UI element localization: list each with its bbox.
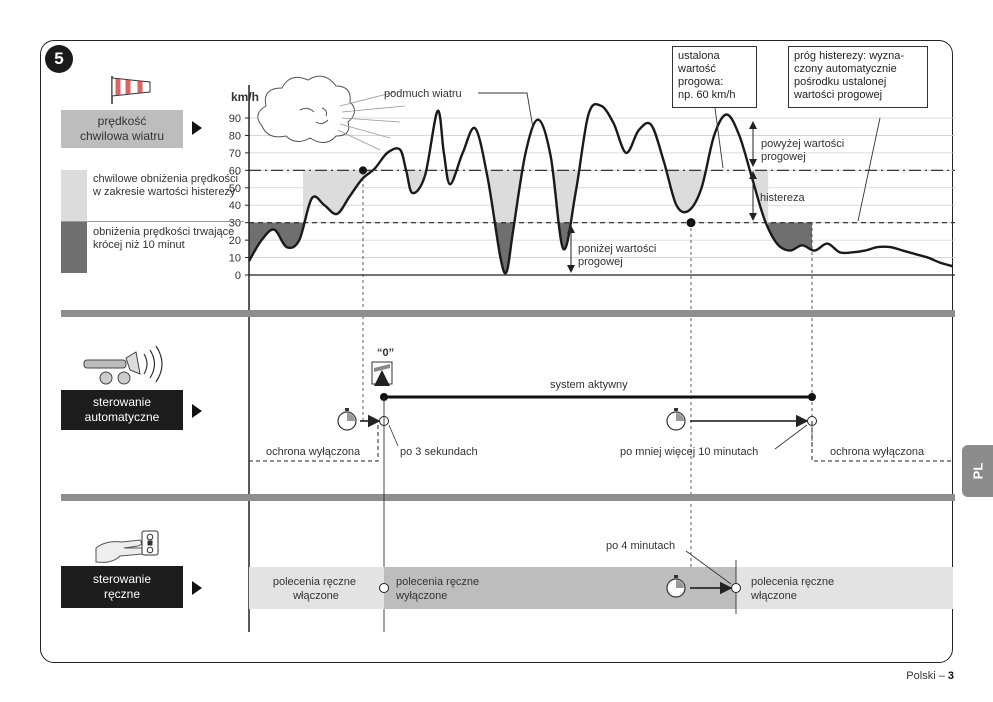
- stopwatch-icon-2: [666, 408, 686, 431]
- threshold-leader: [714, 107, 724, 169]
- y-tick-label: 80: [229, 130, 241, 142]
- wind-cloud-icon: [257, 75, 406, 151]
- system-active-end: [808, 393, 816, 401]
- manual-node-2: [731, 583, 741, 593]
- after-10min-label: po mniej więcej 10 minutach: [620, 446, 758, 458]
- after-10min-leader: [774, 424, 808, 450]
- windsock-icon: [111, 76, 151, 104]
- y-tick-label: 40: [229, 200, 241, 212]
- gust-leader: [478, 92, 534, 129]
- system-active-label: system aktywny: [550, 379, 628, 391]
- hysteresis-label: histereza: [760, 192, 806, 204]
- short-drop-fill-mid: [494, 222, 571, 274]
- after-4min-label: po 4 minutach: [606, 540, 675, 552]
- separator-1: [61, 310, 955, 317]
- y-tick-label: 30: [229, 218, 241, 230]
- y-tick-label: 50: [229, 183, 241, 195]
- manual-node-1: [379, 583, 389, 593]
- stopwatch-icon: [337, 408, 357, 431]
- manual-control-label: sterowanie ręczne: [61, 566, 183, 608]
- hysteresis-note: próg histerezy: wyzna- czony automatyczn…: [788, 46, 928, 108]
- y-tick-label: 70: [229, 148, 241, 160]
- figure-frame: [40, 40, 953, 663]
- legend-dark-text: obniżenia prędkości trwające krócej niż …: [93, 226, 235, 251]
- gust-label: podmuch wiatru: [384, 88, 462, 100]
- y-tick-label: 90: [229, 113, 241, 125]
- above-label: powyżej wartości progowej: [761, 138, 847, 163]
- protection-off-right: ochrona wyłączona: [830, 446, 925, 458]
- after-3s-label: po 3 sekundach: [400, 446, 478, 458]
- speed-drop-fills: [249, 170, 813, 274]
- auto-control-label: sterowanie automatyczne: [61, 390, 183, 430]
- after-3s-leader: [388, 424, 399, 447]
- wind-speed-label: prędkość chwilowa wiatru: [61, 110, 183, 148]
- language-tab: PL: [962, 445, 993, 497]
- hysteresis-leader: [857, 117, 881, 222]
- activation-point: [359, 166, 367, 175]
- protection-off-left-line: [249, 421, 379, 462]
- y-tick-label: 10: [229, 253, 241, 265]
- legend-light-text: chwilowe obniżenia prędkości w zakresie …: [93, 173, 238, 198]
- threshold-note: ustalona wartość progowa: np. 60 km/h: [672, 46, 757, 108]
- stopwatch-icon-3: [666, 575, 686, 598]
- wind-speed-curve: [247, 102, 954, 275]
- y-tick-labels: 0 10 20 30 40 50 60 70 80 90: [229, 113, 249, 282]
- manual-enabled-left: polecenia ręczne włączone: [273, 576, 359, 602]
- legend-divider: [61, 221, 244, 222]
- after-4min-leader: [685, 550, 732, 585]
- manual-arrow-icon: [192, 581, 202, 595]
- protection-off-left: ochrona wyłączona: [266, 446, 361, 458]
- manual-disabled: polecenia ręczne wyłączone: [395, 576, 482, 602]
- y-tick-label: 0: [235, 270, 241, 282]
- y-tick-label: 20: [229, 235, 241, 247]
- protection-off-right-line: [811, 421, 953, 462]
- figure-number: 5: [45, 45, 73, 73]
- hysteresis-drop-fill: [303, 170, 769, 274]
- wind-arrow-icon: [192, 121, 202, 135]
- page-footer: Polski – 3: [906, 670, 954, 682]
- auto-arrow-icon: [192, 404, 202, 418]
- separator-2: [61, 494, 955, 501]
- anemometer-icon: [83, 345, 163, 385]
- hand-remote-icon: [95, 530, 159, 563]
- unit-label: km/h: [231, 90, 259, 104]
- legend-light-swatch: [61, 170, 87, 221]
- zero-label: “0”: [377, 347, 394, 359]
- below-label: poniżej wartości progowej: [578, 243, 659, 268]
- short-drop-fill-left: [249, 222, 305, 262]
- short-drop-fill-right: [768, 222, 813, 251]
- legend-dark-swatch: [61, 222, 87, 273]
- y-tick-label: 60: [229, 165, 241, 177]
- manual-enabled-right: polecenia ręczne włączone: [750, 576, 837, 602]
- awning-zero-icon: [371, 361, 393, 386]
